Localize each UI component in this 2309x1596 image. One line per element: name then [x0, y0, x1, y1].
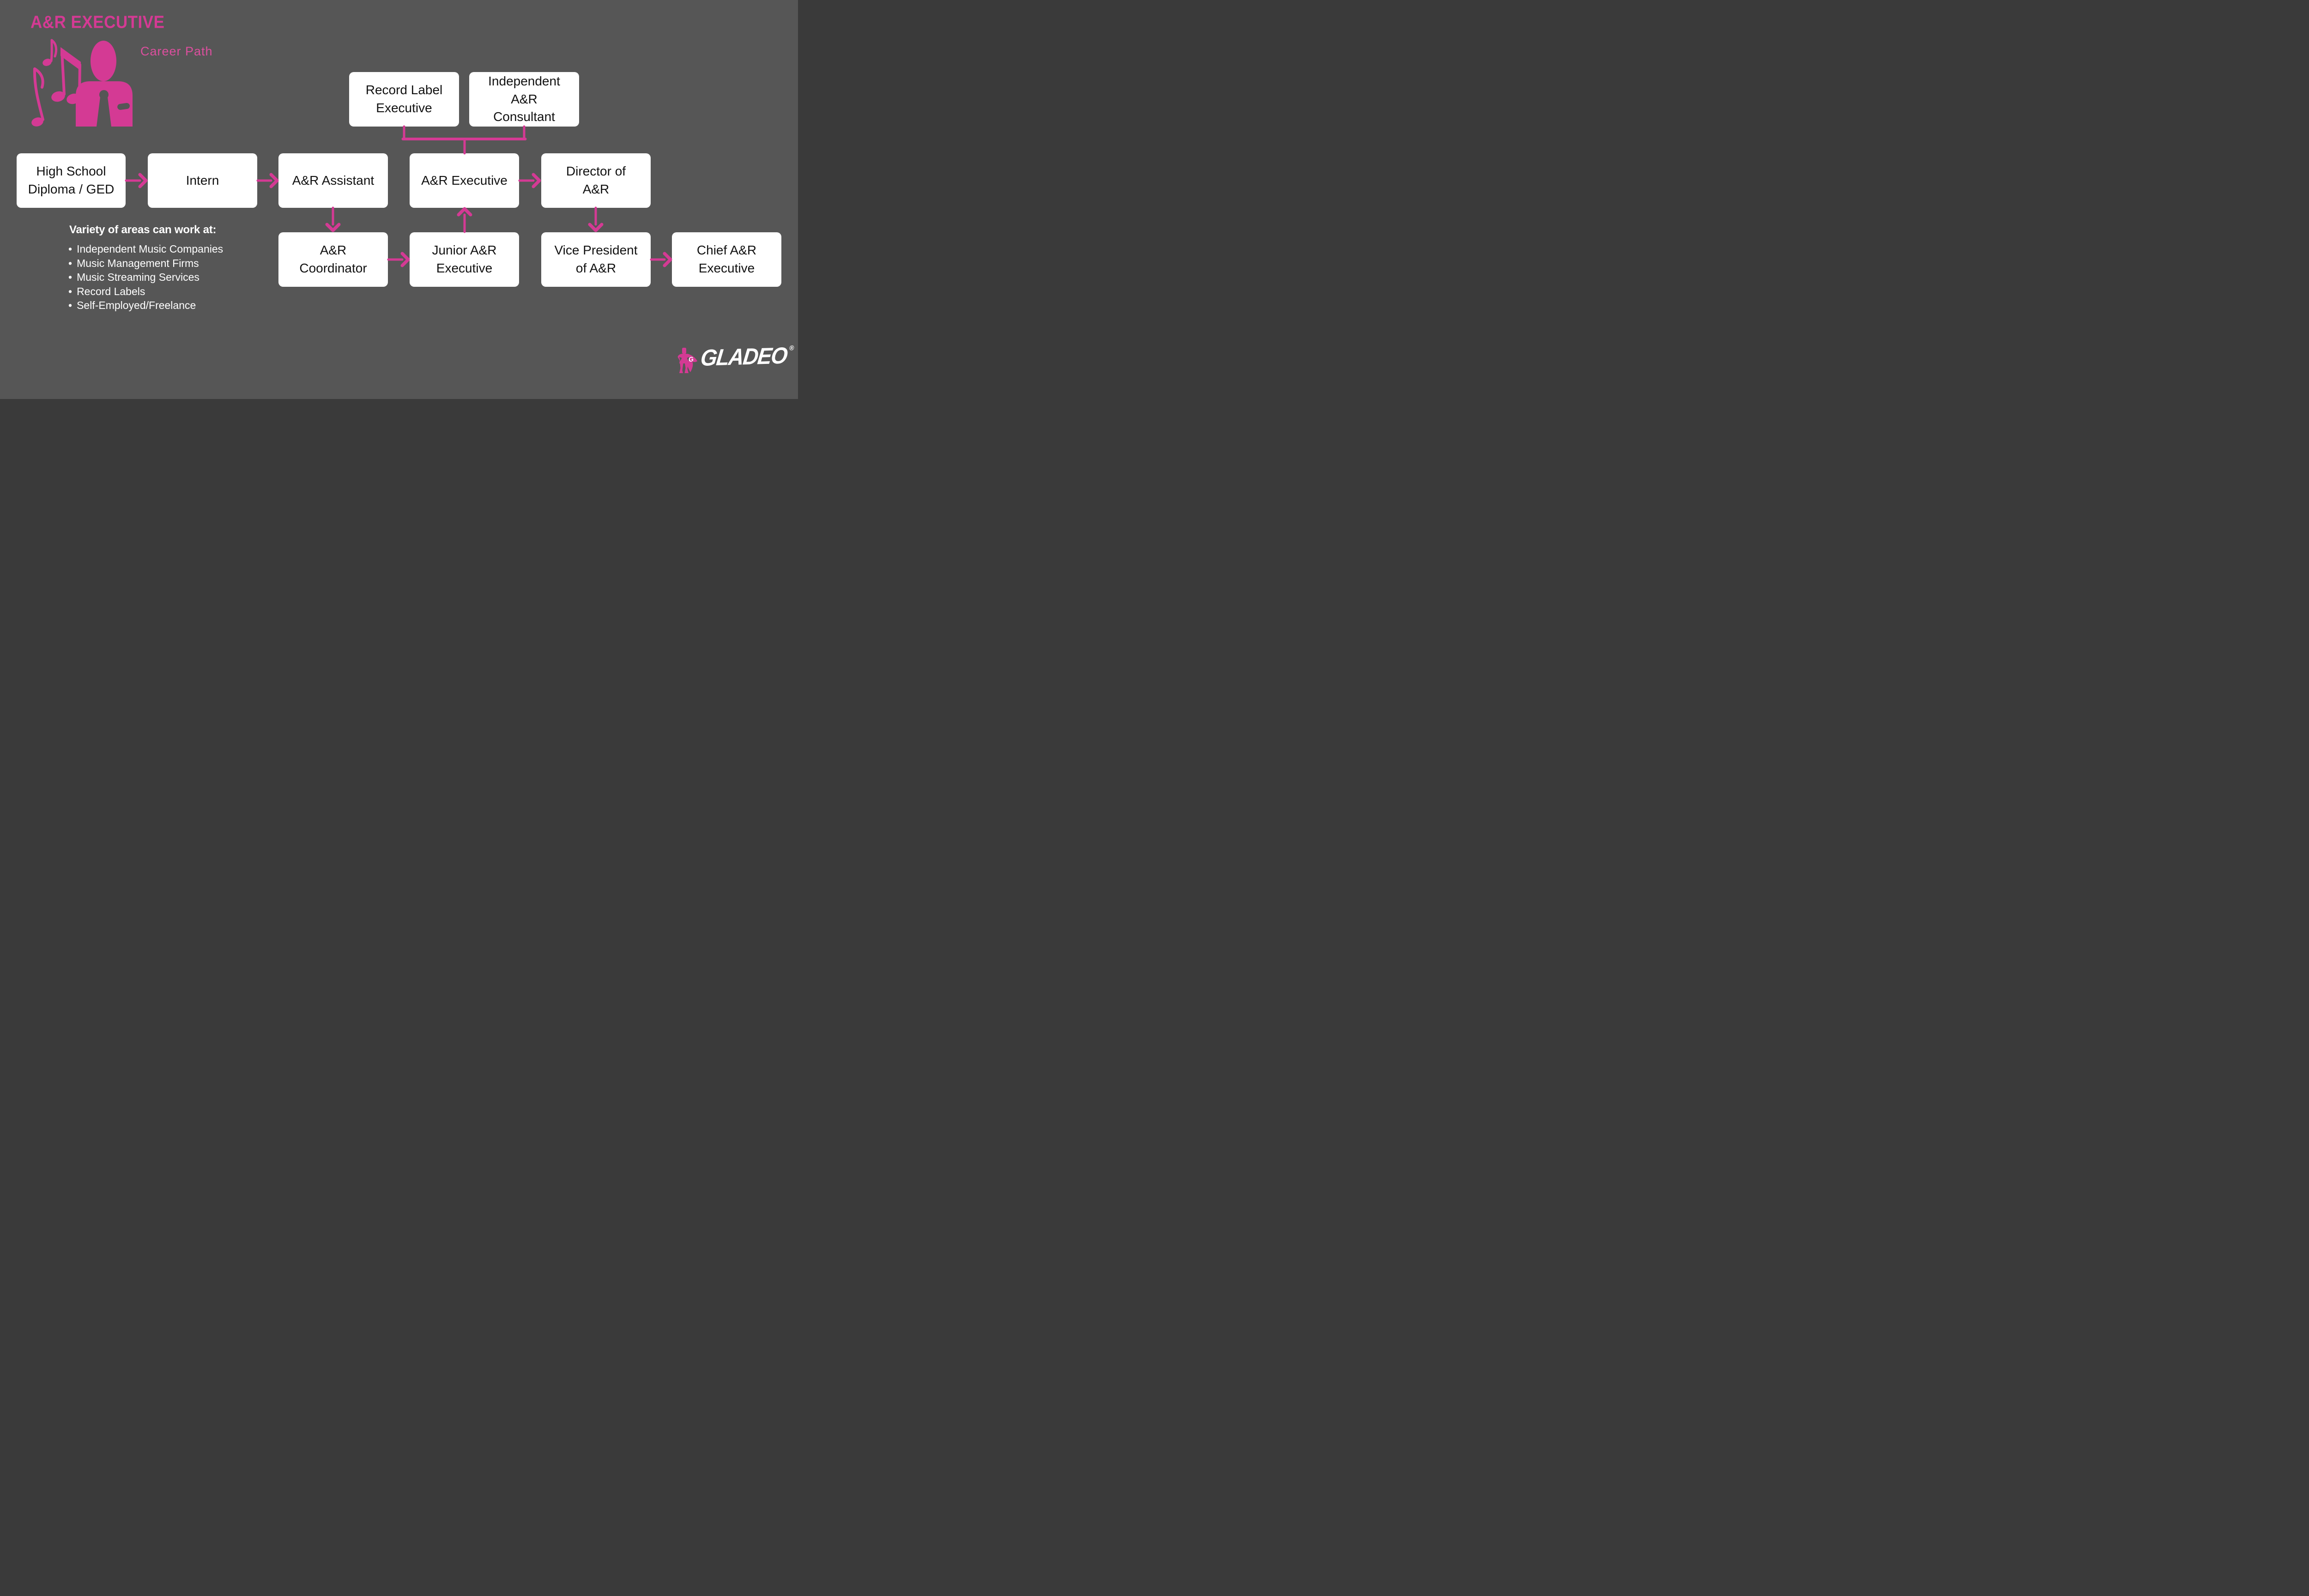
mascot-arm-gap-right: [687, 357, 689, 361]
large-note-stem: [33, 67, 44, 121]
person-tie: [97, 97, 111, 127]
node-junior-ar-executive: Junior A&R Executive: [410, 232, 519, 287]
mascot-right-leg: [684, 363, 689, 373]
beamed-note-left-stem: [60, 49, 66, 96]
mascot-letter: G: [688, 355, 694, 363]
work-areas-list: Independent Music Companies Music Manage…: [68, 242, 223, 313]
node-chief-ar-executive: Chief A&R Executive: [672, 232, 781, 287]
gladeo-mascot-icon: G: [677, 348, 697, 373]
node-independent-ar-consultant: Independent A&R Consultant: [469, 72, 579, 127]
mascot-arm-gap-left: [679, 357, 682, 361]
node-intern: Intern: [148, 153, 257, 208]
mascot-left-leg: [679, 363, 683, 373]
work-area-item: Record Labels: [68, 284, 223, 299]
beamed-note-right-head: [66, 93, 80, 104]
arrow-coordinator-to-junior-head: [400, 252, 410, 267]
node-record-label-executive: Record Label Executive: [349, 72, 459, 127]
arrow-intern-to-assistant-head: [269, 173, 279, 188]
large-note-head: [31, 117, 43, 127]
small-note-flag: [50, 39, 58, 58]
node-director-of-ar: Director of A&R: [541, 153, 651, 208]
arrow-vp-to-chief-head: [663, 252, 672, 267]
work-area-item: Music Streaming Services: [68, 270, 223, 284]
work-areas-heading: Variety of areas can work at:: [69, 224, 217, 236]
person-head: [91, 41, 116, 81]
work-area-item: Self-Employed/Freelance: [68, 298, 223, 313]
arrow-executive-to-director-head: [532, 173, 541, 188]
node-ar-executive: A&R Executive: [410, 153, 519, 208]
gladeo-logo: G GLADEO®: [674, 342, 795, 381]
arrow-highschool-to-intern-head: [138, 173, 148, 188]
node-ar-assistant: A&R Assistant: [278, 153, 388, 208]
work-area-item: Independent Music Companies: [68, 242, 223, 256]
beamed-note-beam: [60, 47, 81, 71]
small-note-stem: [50, 39, 53, 62]
beamed-note-left-head: [51, 91, 65, 102]
node-vice-president-of-ar: Vice President of A&R: [541, 232, 651, 287]
node-ar-coordinator: A&R Coordinator: [278, 232, 388, 287]
person-armband: [117, 103, 130, 110]
gladeo-wordmark: GLADEO®: [699, 342, 795, 371]
registered-trademark-symbol: ®: [789, 344, 795, 352]
mascot-body: [677, 354, 691, 363]
small-note-head: [42, 59, 52, 66]
node-high-school-diploma: High School Diploma / GED: [17, 153, 126, 208]
mascot-head: [682, 348, 686, 354]
arrow-junior-to-executive-head: [457, 207, 472, 217]
subtitle: Career Path: [140, 44, 213, 58]
arrow-assistant-to-coordinator-head: [325, 223, 341, 232]
work-area-item: Music Management Firms: [68, 256, 223, 271]
large-note-flag: [33, 67, 44, 89]
gladeo-brand-text: GLADEO: [699, 342, 789, 371]
beamed-note-right-stem: [78, 63, 81, 98]
music-notes-and-person-icon: [31, 39, 133, 127]
arrow-director-to-vp-head: [588, 223, 604, 232]
page-title: A&R EXECUTIVE: [30, 12, 165, 32]
career-path-infographic: A&R EXECUTIVE Career Path: [0, 0, 798, 399]
